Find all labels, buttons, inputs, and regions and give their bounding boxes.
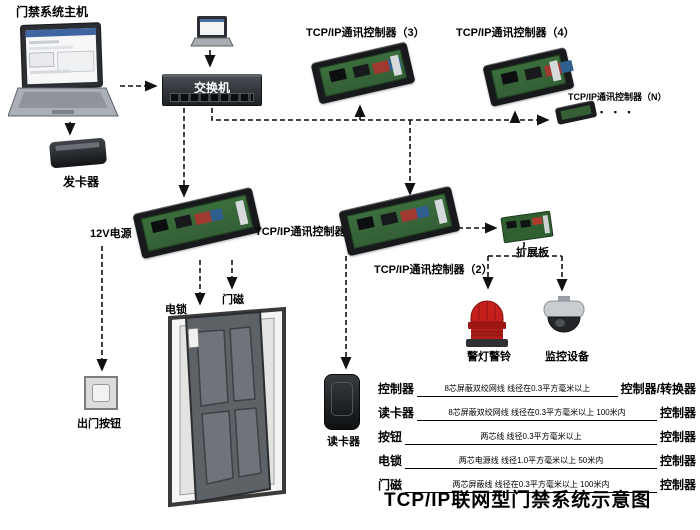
expansion-board-icon [500, 210, 554, 244]
legend-left: 按钮 [378, 430, 403, 444]
legend-right: 控制器 [659, 478, 696, 492]
legend-row: 门磁 两芯屏蔽线 线径在0.3平方毫米以上 100米内 控制器 [378, 476, 696, 493]
power-label: 12V电源 [90, 228, 132, 240]
controller4-pcb [490, 54, 567, 100]
legend-right: 控制器/转换器 [620, 382, 696, 396]
legend-right: 控制器 [659, 454, 696, 468]
legend-spec: 8芯屏蔽双绞网线 线径在0.3平方毫米以上 [417, 383, 618, 397]
camera-label: 监控设备 [545, 351, 589, 363]
wiring-legend: 控制器 8芯屏蔽双绞网线 线径在0.3平方毫米以上 控制器/转换器 读卡器 8芯… [378, 380, 696, 500]
door-sensor-label: 门磁 [222, 294, 244, 306]
legend-left: 门磁 [378, 478, 403, 492]
exit-button-icon [84, 376, 118, 410]
legend-row: 按钮 两芯线 线径0.3平方毫米以上 控制器 [378, 428, 696, 445]
card-issuer-label: 发卡器 [63, 175, 100, 189]
door-illustration [168, 306, 286, 508]
controller3-label: TCP/IP通讯控制器（3） [306, 27, 425, 39]
controller2-label: TCP/IP通讯控制器（2） [374, 264, 493, 276]
legend-spec: 两芯电源线 线径1.0平方毫米以上 50米内 [405, 455, 657, 469]
switch-label: 交换机 [193, 81, 230, 95]
legend-row: 控制器 8芯屏蔽双绞网线 线径在0.3平方毫米以上 控制器/转换器 [378, 380, 696, 397]
lock-label: 电锁 [165, 304, 187, 316]
diagram-title: TCP/IP联网型门禁系统示意图 [384, 490, 652, 511]
alarm-label: 警灯警铃 [467, 351, 511, 363]
switch-ports [170, 93, 254, 102]
controller1-board [132, 186, 262, 260]
mini-laptop-icon [190, 14, 234, 50]
legend-row: 读卡器 8芯屏蔽双绞网线 线径在0.3平方毫米以上 100米内 控制器 [378, 404, 696, 421]
controller3-board [310, 41, 416, 105]
controller4-label: TCP/IP通讯控制器（4） [456, 27, 575, 39]
legend-right: 控制器 [659, 406, 696, 420]
legend-left: 控制器 [378, 382, 415, 396]
controller2-board [338, 185, 461, 257]
controller1-pcb [140, 194, 254, 252]
card-reader-icon [324, 374, 360, 430]
legend-spec: 8芯屏蔽双绞网线 线径在0.3平方毫米以上 100米内 [417, 407, 657, 421]
controller3-pcb [318, 48, 408, 98]
legend-row: 电锁 两芯电源线 线径1.0平方毫米以上 50米内 控制器 [378, 452, 696, 469]
card-reader-label: 读卡器 [327, 436, 360, 448]
card-issuer-icon [48, 137, 108, 169]
host-computer-icon [7, 20, 120, 122]
host-label: 门禁系统主机 [16, 5, 89, 19]
legend-left: 读卡器 [378, 406, 415, 420]
legend-right: 控制器 [659, 430, 696, 444]
exit-button-label: 出门按钮 [77, 418, 121, 430]
camera-icon [538, 296, 590, 342]
legend-left: 电锁 [378, 454, 403, 468]
controller4-board [482, 46, 575, 108]
more-controllers-dots: ▪ ▪ ▪ [600, 107, 635, 117]
legend-spec: 两芯屏蔽线 线径在0.3平方毫米以上 100米内 [405, 479, 657, 493]
expansion-label: 扩展板 [516, 247, 549, 259]
alarm-siren-icon [464, 292, 510, 350]
controllerN-board [554, 100, 598, 125]
controllerN-label: TCP/IP通讯控制器（N） [568, 92, 667, 102]
network-switch: 交换机 [162, 74, 262, 106]
controller2-pcb [346, 193, 453, 249]
legend-spec: 两芯线 线径0.3平方毫米以上 [405, 431, 657, 445]
